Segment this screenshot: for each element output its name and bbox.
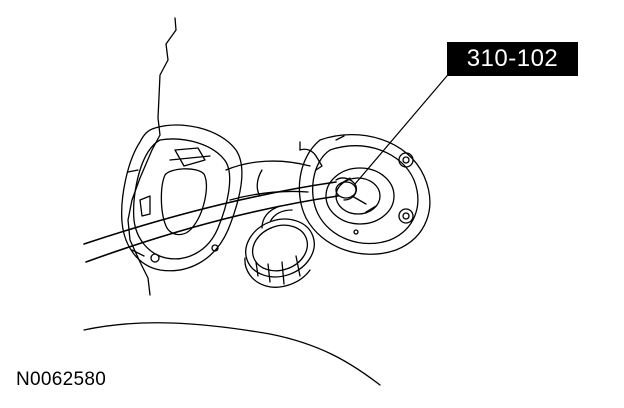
callout-leader-line xyxy=(354,69,453,185)
fuel-cap xyxy=(244,218,315,288)
filler-neck-tube xyxy=(225,141,323,201)
special-tool-rod xyxy=(83,177,367,263)
tool-callout-label: 310-102 xyxy=(447,42,578,76)
figure-id-label: N0062580 xyxy=(16,369,107,390)
filler-neck-bezel xyxy=(298,134,431,255)
filler-pocket-housing xyxy=(121,124,243,272)
body-panel-outline xyxy=(83,17,381,386)
